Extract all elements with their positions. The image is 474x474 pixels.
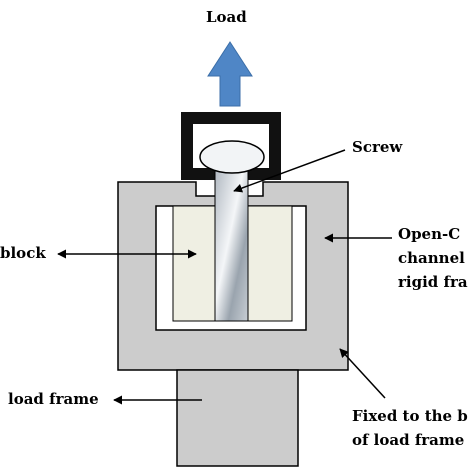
screw-label: Screw — [352, 138, 403, 156]
block-label: block — [0, 244, 46, 262]
block-right — [247, 205, 293, 322]
fixed-label-line2: of load frame — [352, 431, 465, 449]
screw-leader — [233, 149, 346, 193]
load-frame-base — [176, 369, 299, 467]
fixed-label: Fixed to the b of load frame — [352, 404, 468, 452]
open-c-channel-label: Open-C channel rigid fra — [398, 222, 468, 294]
screw-head — [199, 140, 265, 174]
load-frame-label: load frame — [8, 390, 99, 408]
open-c-label-line3: rigid fra — [398, 273, 468, 291]
load-arrow — [207, 41, 253, 107]
loading-yoke — [181, 112, 281, 180]
fixed-leader — [339, 348, 386, 399]
open-c-label-line1: Open-C — [398, 225, 461, 243]
open-c-label-line2: channel — [398, 249, 465, 267]
fixed-label-line1: Fixed to the b — [352, 407, 468, 425]
load-label: Load — [206, 8, 247, 26]
block-left — [172, 205, 218, 322]
